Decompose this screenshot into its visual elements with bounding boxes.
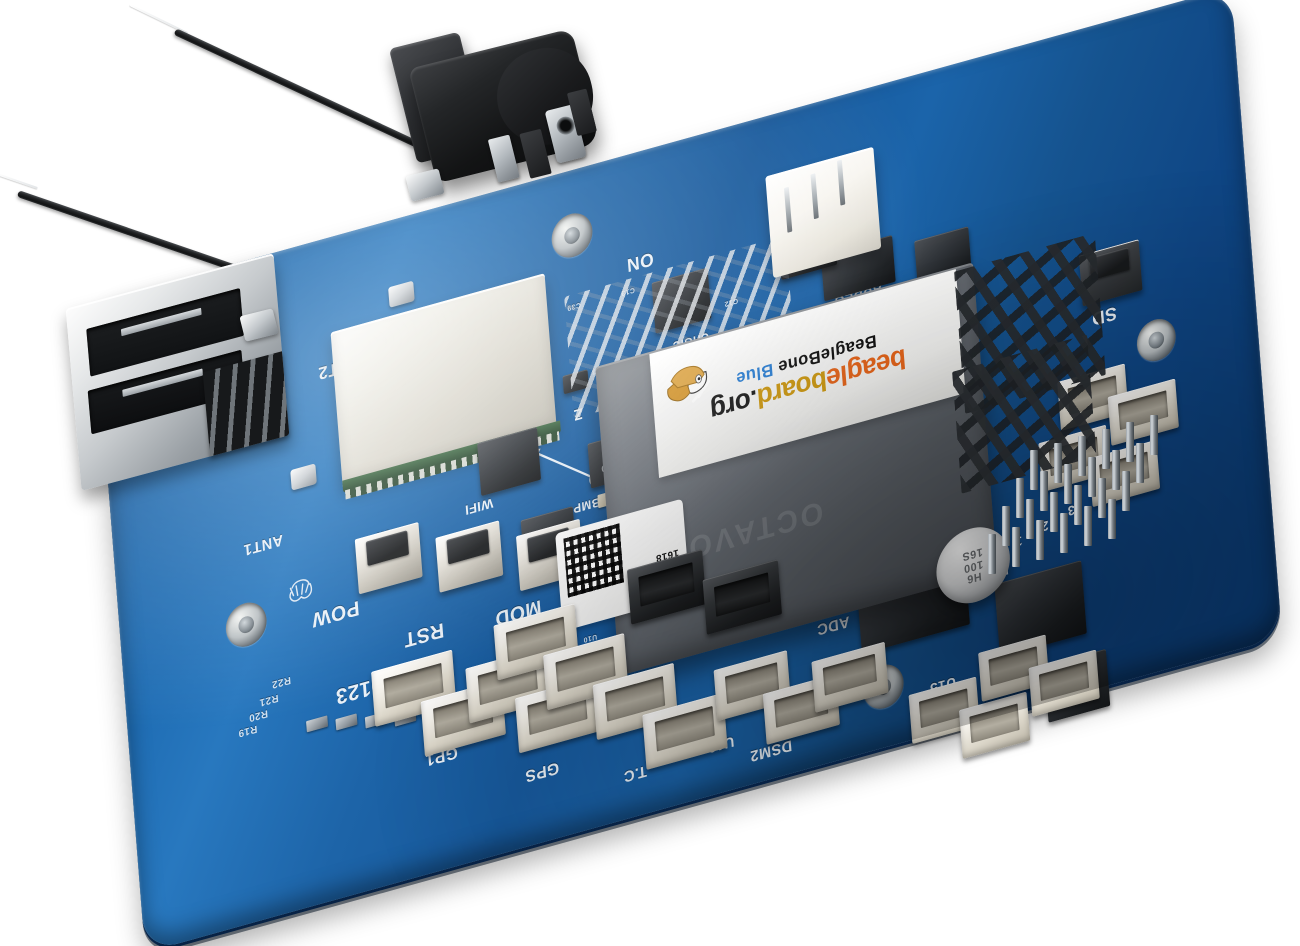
antenna-1-wire-tip (0, 172, 38, 189)
silk-wifi: WIFI (464, 495, 494, 519)
silk-r21: R21 (258, 691, 279, 709)
mounting-hole-right (1135, 314, 1178, 366)
silk-tc: T.C (622, 761, 648, 786)
mounting-hole-top (550, 208, 594, 263)
qr-code (563, 523, 624, 598)
silk-r22: R22 (271, 673, 292, 691)
pin-header-pins[interactable] (988, 415, 1240, 628)
resistor (335, 713, 358, 731)
power-button[interactable] (354, 521, 423, 595)
brand-label-sticker: beagleboard.org BeagleBone Blue (649, 269, 966, 479)
resistor (306, 715, 329, 733)
octavo-vendor-mark: OCTAVO (685, 494, 825, 566)
pcb-board: ANT2 ANT1 ON CHGIC WIFI BMP Y Z X POW RS… (93, 0, 1283, 946)
ufl-connector-ant1 (290, 463, 317, 491)
reset-button[interactable] (435, 520, 504, 593)
ufl-connector-ant2 (388, 280, 415, 308)
silk-ant1: ANT1 (242, 530, 284, 559)
silk-r20: R20 (248, 707, 269, 724)
mounting-hole-left (224, 597, 269, 652)
beagle-dog-logo-icon (667, 365, 711, 403)
silk-pow: POW (310, 595, 361, 632)
antenna-1 (16, 190, 256, 279)
silk-rst: RST (403, 617, 445, 652)
beagle-dog-silkscreen-icon (289, 579, 313, 602)
wordmark-part-dotorg: .org (709, 383, 759, 428)
silk-gps: GPS (524, 758, 560, 785)
silk-r19: R19 (237, 722, 258, 739)
